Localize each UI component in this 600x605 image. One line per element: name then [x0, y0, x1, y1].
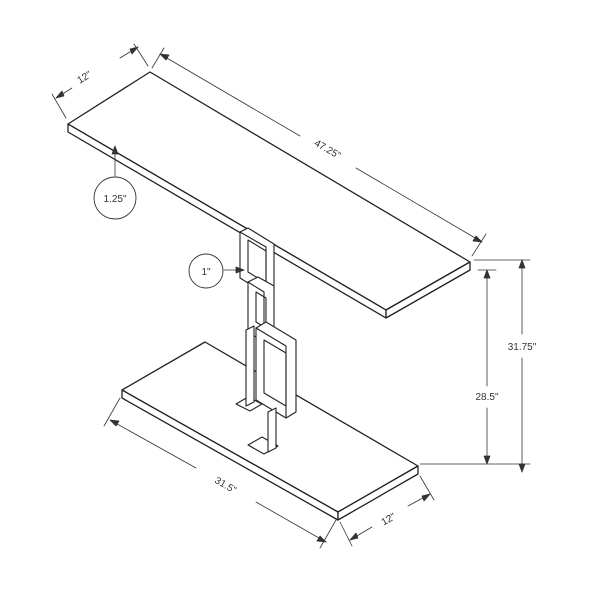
dim-label-clearance-height: 28.5" [475, 392, 498, 403]
dim-label-top-length: 47.25" [312, 138, 343, 162]
dim-label-overall-height: 31.75" [508, 342, 537, 353]
dim-label-top-thickness: 1.25" [103, 194, 126, 205]
dim-label-base-length: 31.5" [213, 475, 239, 496]
dimension-lines [51, 43, 531, 549]
dim-label-top-depth: 12" [76, 69, 95, 86]
dim-label-frame-width: 1" [201, 267, 211, 278]
callout-circle-thickness [93, 176, 137, 220]
dim-label-base-depth: 12" [380, 511, 399, 528]
metal-frame [235, 227, 297, 455]
table-top [67, 71, 471, 319]
callout-circle-frame [188, 253, 224, 289]
